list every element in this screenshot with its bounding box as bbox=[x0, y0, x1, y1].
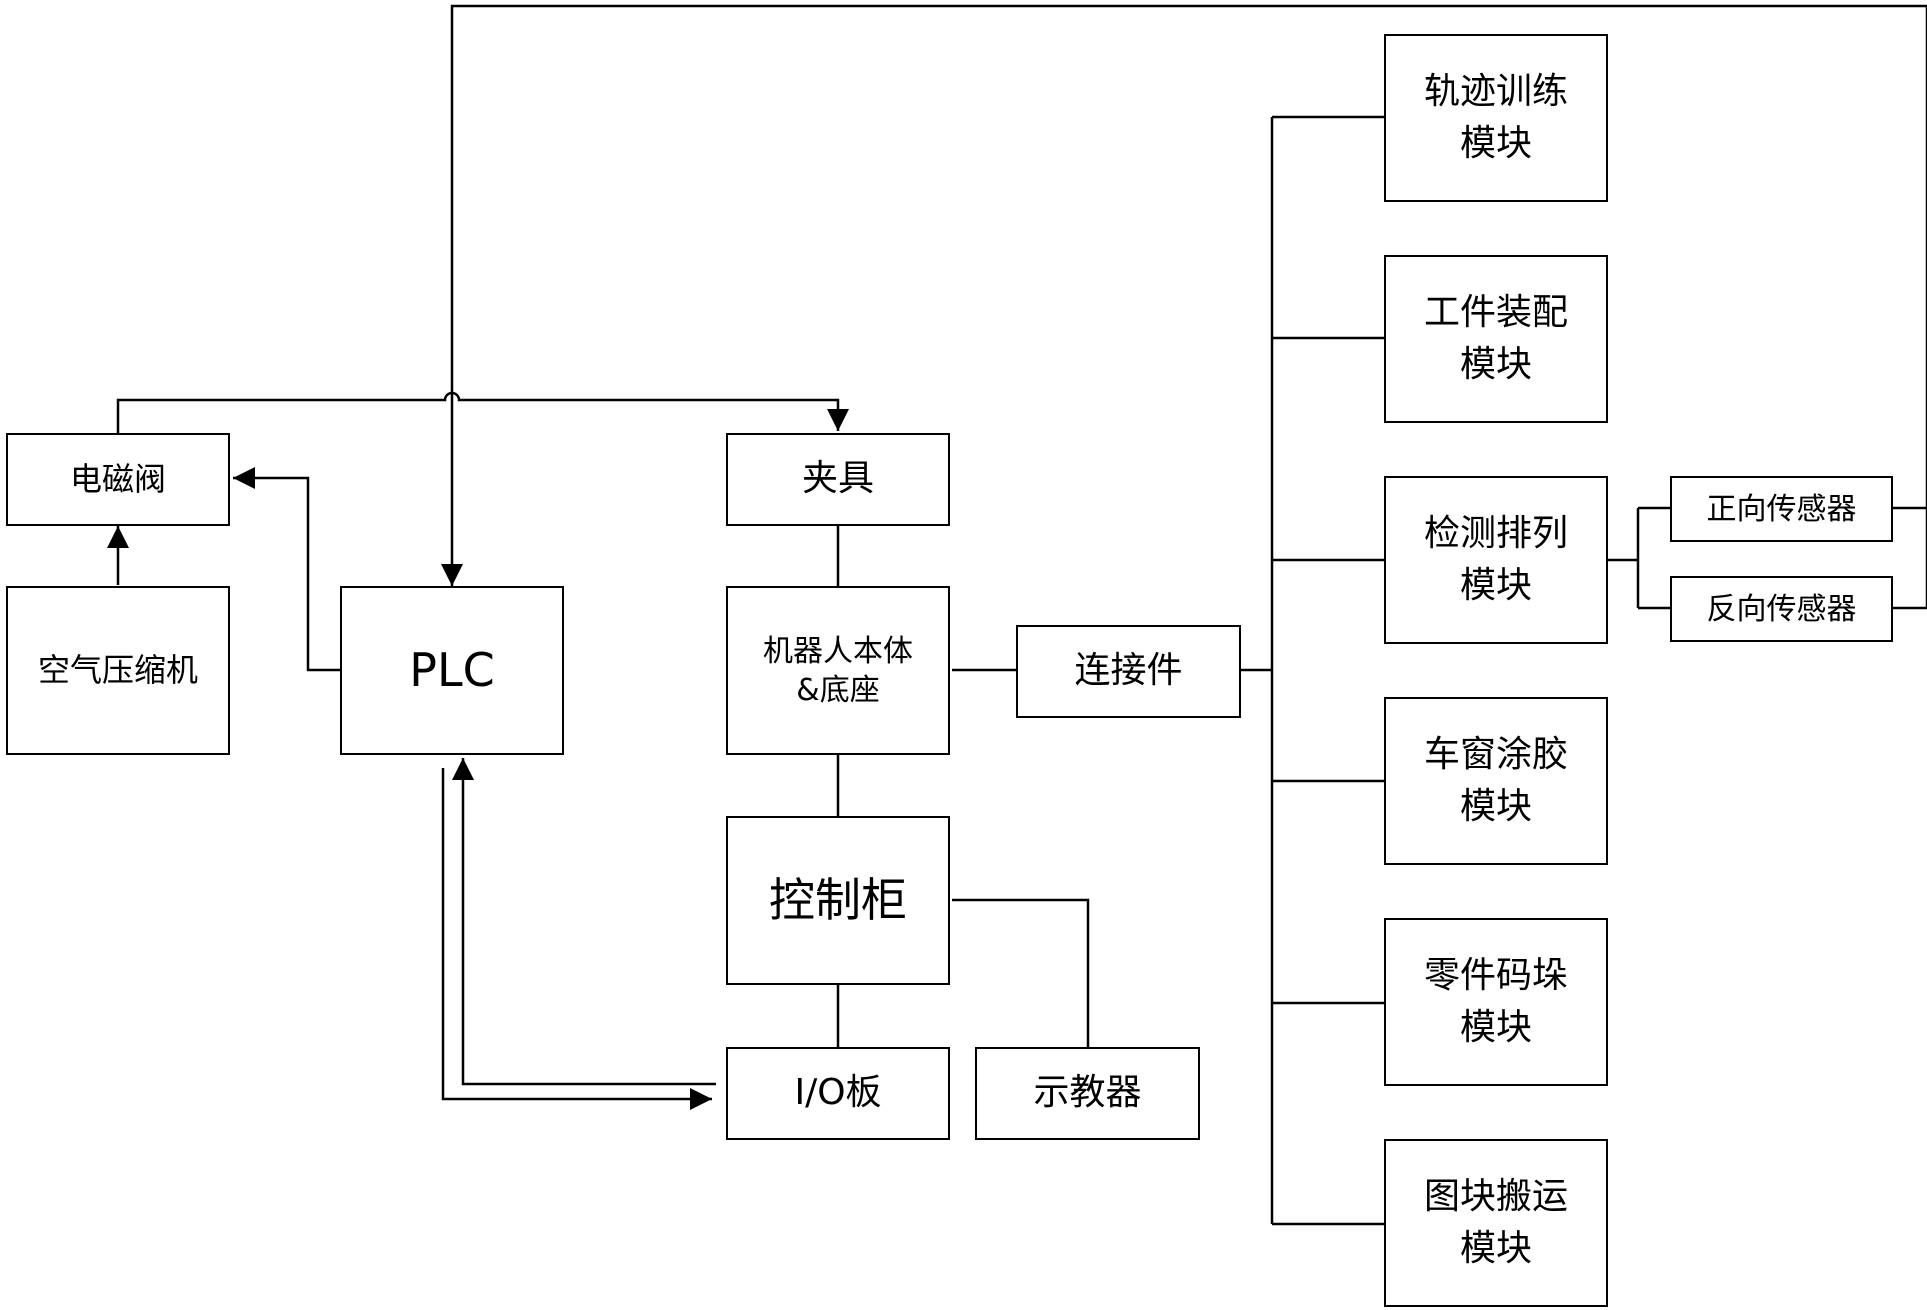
line-sensors-to-plc bbox=[441, 4, 1927, 610]
workpiece-assembly-module-box: 工件装配 模块 bbox=[1384, 255, 1608, 423]
detection-arrangement-module-label: 检测排列 模块 bbox=[1423, 512, 1568, 606]
detection-arrangement-module-box: 检测排列 模块 bbox=[1384, 476, 1608, 644]
io-board-label: I/O板 bbox=[794, 1072, 882, 1114]
trajectory-training-module-box: 轨迹训练 模块 bbox=[1384, 34, 1608, 202]
plc-box: PLC bbox=[340, 586, 564, 755]
robot-body-label: 机器人本体 &底座 bbox=[763, 633, 913, 708]
parts-stacking-module-box: 零件码垛 模块 bbox=[1384, 918, 1608, 1086]
block-handling-module-label: 图块搬运 模块 bbox=[1423, 1175, 1568, 1269]
robot-body-box: 机器人本体 &底座 bbox=[726, 586, 950, 755]
trajectory-training-module-label: 轨迹训练 模块 bbox=[1423, 70, 1568, 164]
solenoid-valve-label: 电磁阀 bbox=[69, 459, 166, 498]
control-cabinet-box: 控制柜 bbox=[726, 816, 950, 985]
fixture-label: 夹具 bbox=[801, 458, 874, 500]
parts-stacking-module-label: 零件码垛 模块 bbox=[1423, 954, 1568, 1048]
fixture-box: 夹具 bbox=[726, 433, 950, 526]
air-compressor-label: 空气压缩机 bbox=[37, 650, 198, 689]
plc-label: PLC bbox=[409, 642, 495, 697]
workpiece-assembly-module-label: 工件装配 模块 bbox=[1423, 291, 1568, 385]
reverse-sensor-label: 反向传感器 bbox=[1706, 591, 1857, 627]
air-compressor-box: 空气压缩机 bbox=[6, 586, 230, 755]
block-handling-module-box: 图块搬运 模块 bbox=[1384, 1139, 1608, 1307]
forward-sensor-box: 正向传感器 bbox=[1670, 476, 1893, 542]
line-plc-to-io bbox=[441, 768, 712, 1110]
solenoid-valve-box: 电磁阀 bbox=[6, 433, 230, 526]
line-cabinet-to-pendant bbox=[952, 898, 1090, 1047]
window-gluing-module-label: 车窗涂胶 模块 bbox=[1423, 733, 1568, 827]
line-plc-to-valve bbox=[233, 467, 340, 672]
control-cabinet-label: 控制柜 bbox=[769, 872, 907, 927]
window-gluing-module-box: 车窗涂胶 模块 bbox=[1384, 697, 1608, 865]
teach-pendant-label: 示教器 bbox=[1033, 1072, 1142, 1114]
reverse-sensor-box: 反向传感器 bbox=[1670, 576, 1893, 642]
forward-sensor-label: 正向传感器 bbox=[1706, 491, 1857, 527]
io-board-box: I/O板 bbox=[726, 1047, 950, 1140]
teach-pendant-box: 示教器 bbox=[975, 1047, 1200, 1140]
line-valve-to-fixture bbox=[116, 391, 849, 433]
line-io-to-plc bbox=[452, 758, 716, 1086]
connector-label: 连接件 bbox=[1074, 650, 1183, 692]
connector-box: 连接件 bbox=[1016, 625, 1241, 718]
